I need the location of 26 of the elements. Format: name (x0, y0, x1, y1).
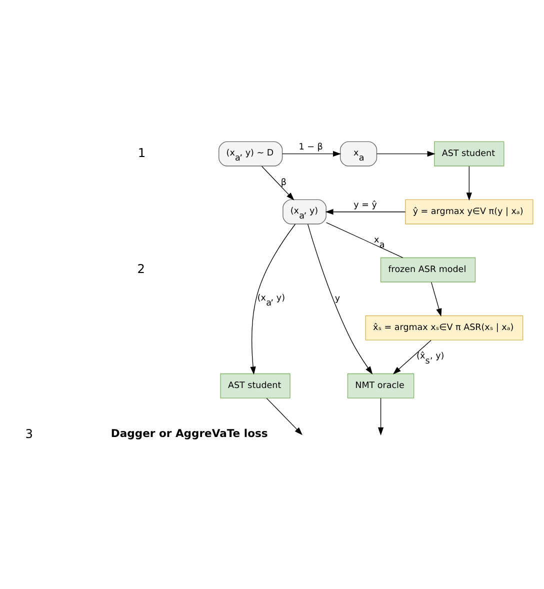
node-box: NMT oracle (347, 373, 414, 398)
node-box: ŷ = argmax y∈V π(y | xₐ) (405, 199, 534, 224)
node-box: x̂ₛ = argmax xₛ∈V π ASR(xₛ | xₐ) (365, 315, 524, 340)
label: 2 (137, 262, 145, 276)
arrow (325, 209, 406, 215)
connector (326, 222, 404, 258)
arrow (282, 151, 342, 157)
label: 3 (25, 427, 33, 442)
arrow (466, 166, 472, 201)
node-box: frozen ASR model (380, 257, 476, 282)
arrow (392, 340, 432, 374)
arrow (266, 398, 302, 436)
edge-label: y = ŷ (354, 200, 377, 210)
arrow (250, 224, 296, 375)
arrow (376, 151, 436, 157)
label: Dagger or AggreVaTe loss (110, 427, 268, 440)
arrow (307, 224, 373, 374)
arrow (261, 166, 294, 200)
node-box: AST student (434, 141, 504, 166)
label: 1 (138, 146, 146, 160)
edge-label: 1 − β (298, 142, 323, 152)
edge-label: y (334, 294, 340, 304)
edge-label: β (280, 178, 287, 188)
arrow (378, 398, 384, 436)
arrow (431, 282, 442, 317)
node-box: AST student (220, 373, 290, 398)
